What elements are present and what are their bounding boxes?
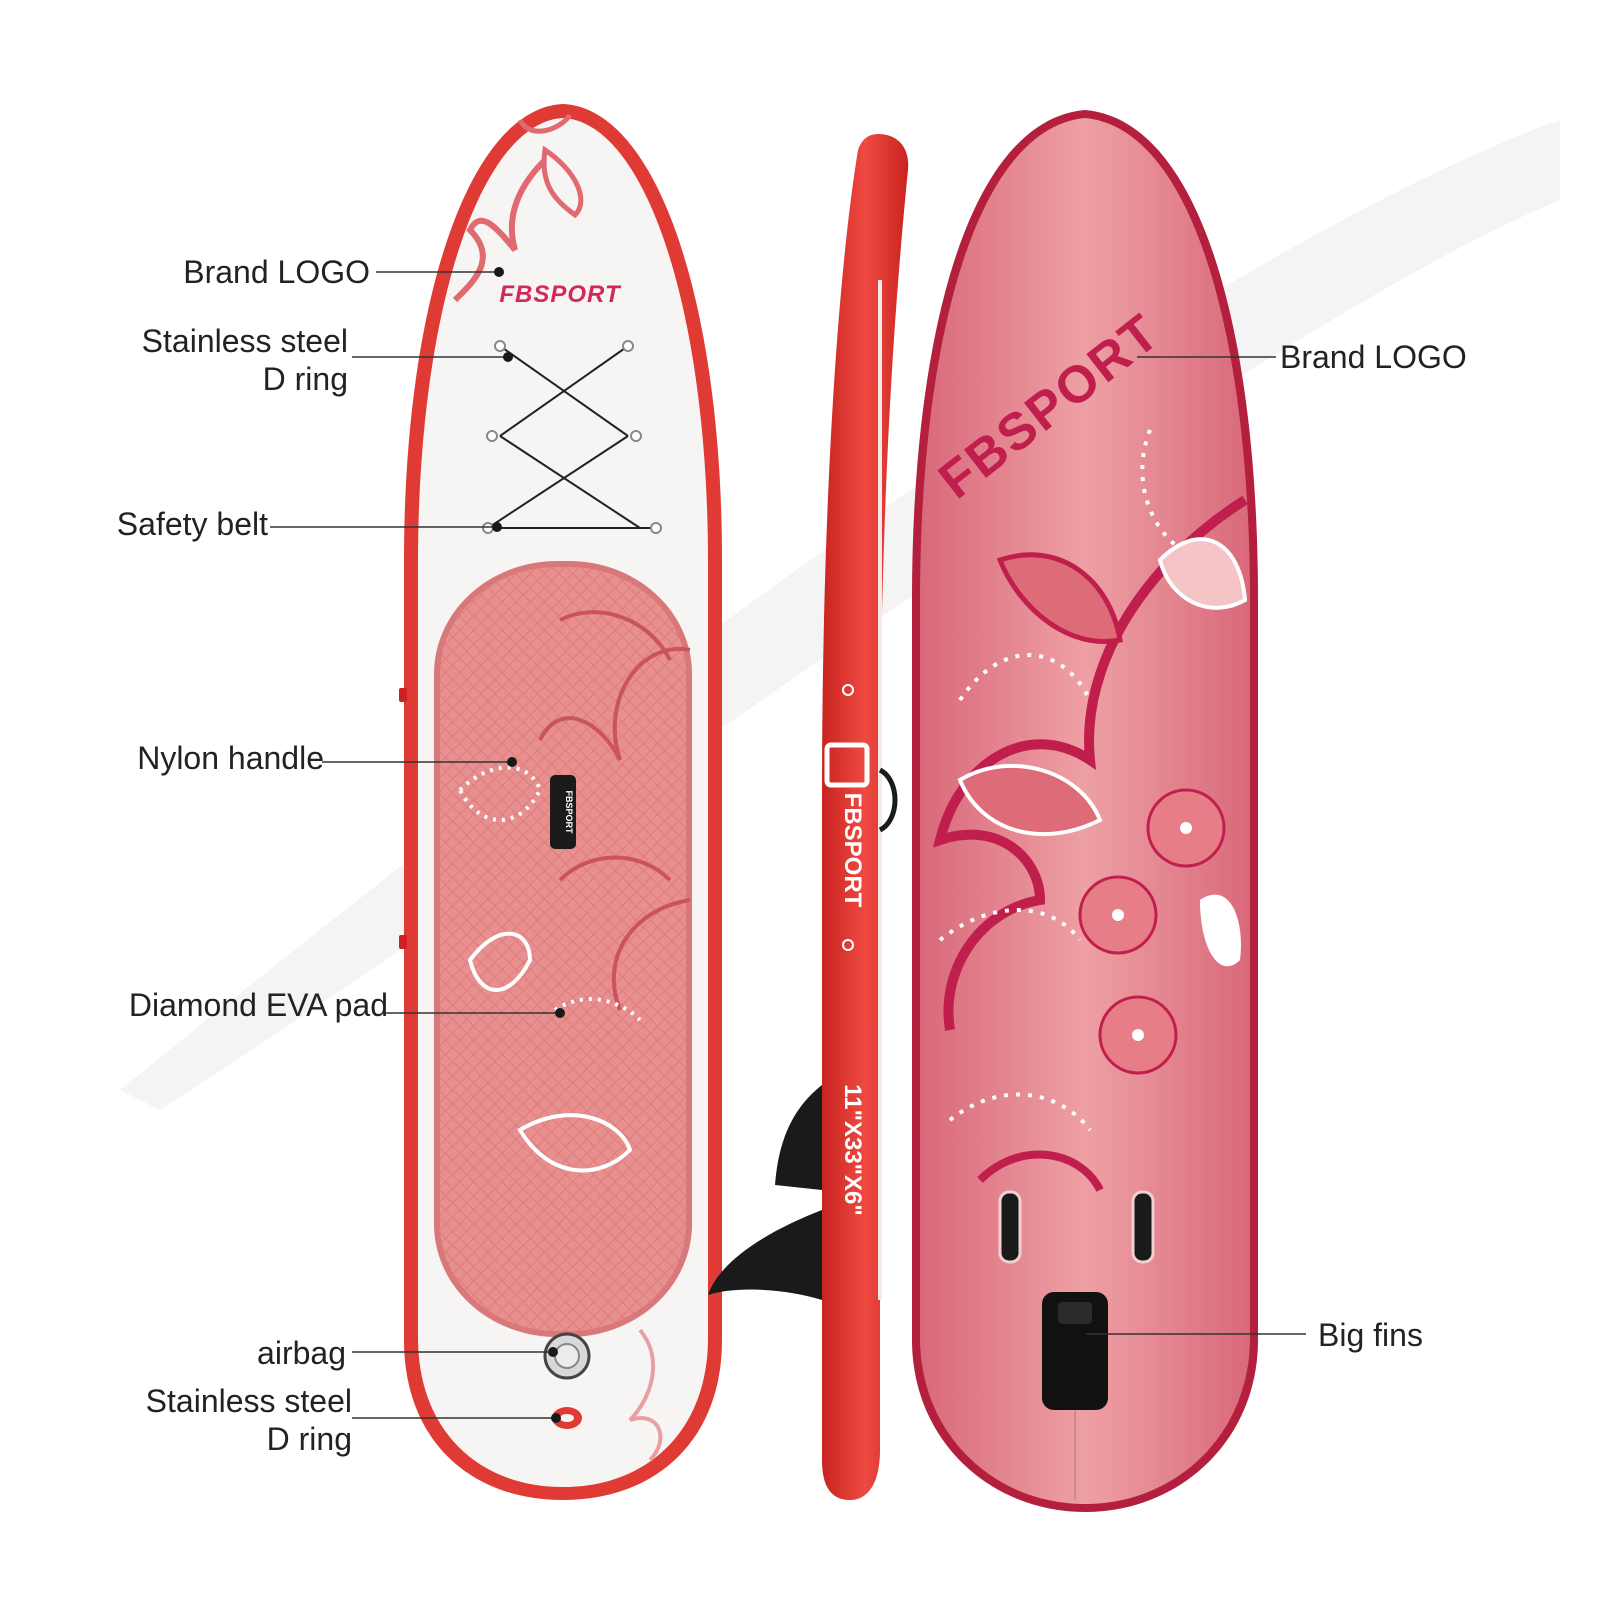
board-top-view: FBSPORT FBSPORT <box>399 104 722 1500</box>
side-fin-box-right <box>1131 1190 1155 1264</box>
callout-d-ring-top-line1: Stainless steel <box>141 323 348 359</box>
board-brand-logo: FBSPORT <box>499 281 622 308</box>
nose-petal <box>541 145 584 219</box>
callout-d-ring-bottom: Stainless steel D ring <box>60 1382 352 1458</box>
callout-leader-lines <box>270 267 1306 1423</box>
side-fin-box-left <box>998 1190 1022 1264</box>
side-size-label: 11"X33"X6" <box>839 1084 866 1216</box>
nylon-handle <box>550 775 576 849</box>
side-logo-mark <box>824 742 870 788</box>
callout-airbag: airbag <box>257 1335 346 1371</box>
side-small-fin <box>775 1085 822 1190</box>
board-bottom-view: FBSPORT <box>912 110 1258 1512</box>
side-logo-text: FBSPORT <box>839 793 866 908</box>
callout-eva-pad: Diamond EVA pad <box>128 987 388 1023</box>
callout-d-ring-top: Stainless steel D ring <box>60 322 348 398</box>
callout-safety-belt: Safety belt <box>116 506 268 542</box>
pad-mandala-pattern <box>457 610 691 1173</box>
d-ring-points <box>482 340 662 534</box>
diamond-eva-pad <box>434 561 692 1337</box>
side-big-fin <box>708 1210 822 1300</box>
callout-nylon-handle: Nylon handle <box>137 740 324 776</box>
bottom-mandala-pattern <box>932 429 1248 1192</box>
safety-belt-bungee <box>487 345 656 529</box>
callout-big-fins: Big fins <box>1318 1317 1423 1353</box>
callout-brand-logo-left: Brand LOGO <box>183 254 370 290</box>
handle-logo: FBSPORT <box>564 790 574 834</box>
callout-d-ring-top-line2: D ring <box>262 361 348 397</box>
callout-d-ring-bottom-line2: D ring <box>266 1421 352 1457</box>
callout-d-ring-bottom-line1: Stainless steel <box>145 1383 352 1419</box>
callout-brand-logo-right: Brand LOGO <box>1280 339 1467 375</box>
board-side-view: FBSPORT 11"X33"X6" <box>708 134 909 1500</box>
side-rail <box>822 134 909 1500</box>
